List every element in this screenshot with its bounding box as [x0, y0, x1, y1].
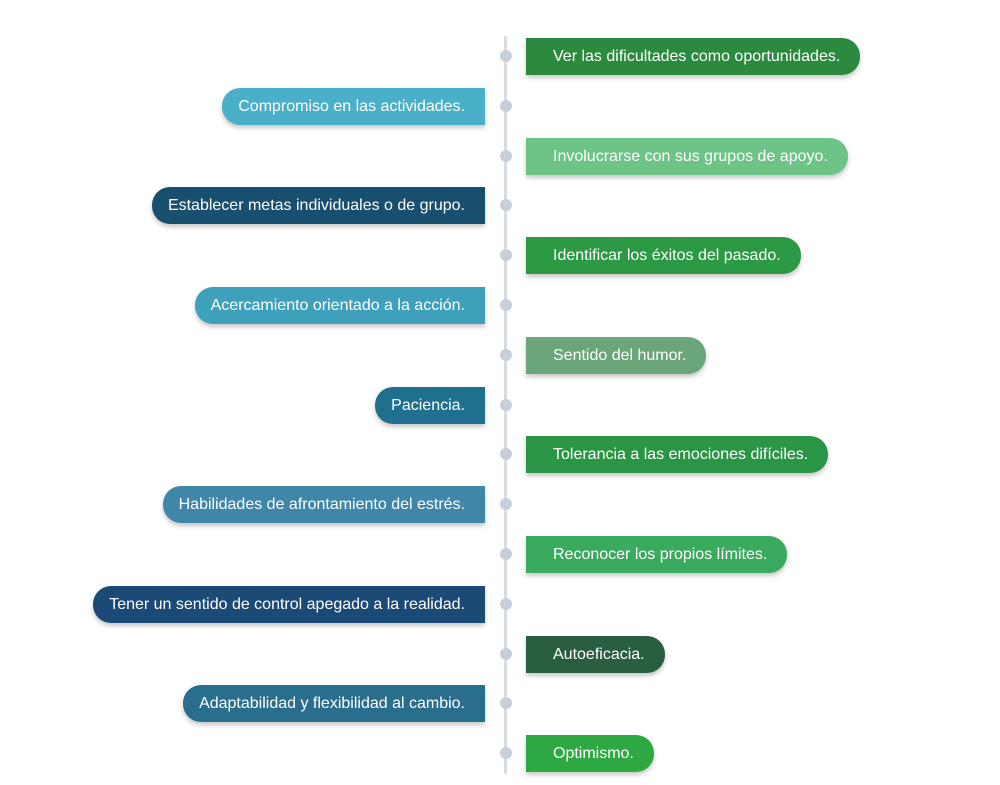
- timeline-node-dot: [500, 199, 512, 211]
- timeline-item-3: Involucrarse con sus grupos de apoyo.: [526, 138, 848, 175]
- timeline-item-2: Compromiso en las actividades.: [222, 88, 485, 125]
- timeline-node-dot: [500, 498, 512, 510]
- timeline-item-11: Reconocer los propios límites.: [526, 536, 788, 573]
- timeline-node-dot: [500, 747, 512, 759]
- timeline-item-5: Identificar los éxitos del pasado.: [526, 237, 801, 274]
- timeline-node-dot: [500, 150, 512, 162]
- timeline-node-dot: [500, 349, 512, 361]
- timeline-item-1: Ver las dificultades como oportunidades.: [526, 38, 861, 75]
- timeline-item-6: Acercamiento orientado a la acción.: [194, 287, 485, 324]
- timeline-node-dot: [500, 548, 512, 560]
- timeline-item-12: Tener un sentido de control apegado a la…: [93, 586, 485, 623]
- timeline-node-dot: [500, 697, 512, 709]
- timeline-item-15: Optimismo.: [526, 735, 654, 772]
- timeline-node-dot: [500, 100, 512, 112]
- timeline-node-dot: [500, 50, 512, 62]
- timeline-node-dot: [500, 299, 512, 311]
- timeline-node-dot: [500, 598, 512, 610]
- timeline-node-dot: [500, 399, 512, 411]
- timeline-item-14: Adaptabilidad y flexibilidad al cambio.: [183, 685, 485, 722]
- timeline-item-13: Autoeficacia.: [526, 636, 665, 673]
- timeline-item-10: Habilidades de afrontamiento del estrés.: [162, 486, 485, 523]
- timeline-node-dot: [500, 448, 512, 460]
- timeline-item-7: Sentido del humor.: [526, 337, 707, 374]
- timeline-item-9: Tolerancia a las emociones difíciles.: [526, 436, 829, 473]
- timeline-item-4: Establecer metas individuales o de grupo…: [151, 187, 485, 224]
- timeline-node-dot: [500, 648, 512, 660]
- timeline-item-8: Paciencia.: [375, 387, 485, 424]
- timeline-node-dot: [500, 249, 512, 261]
